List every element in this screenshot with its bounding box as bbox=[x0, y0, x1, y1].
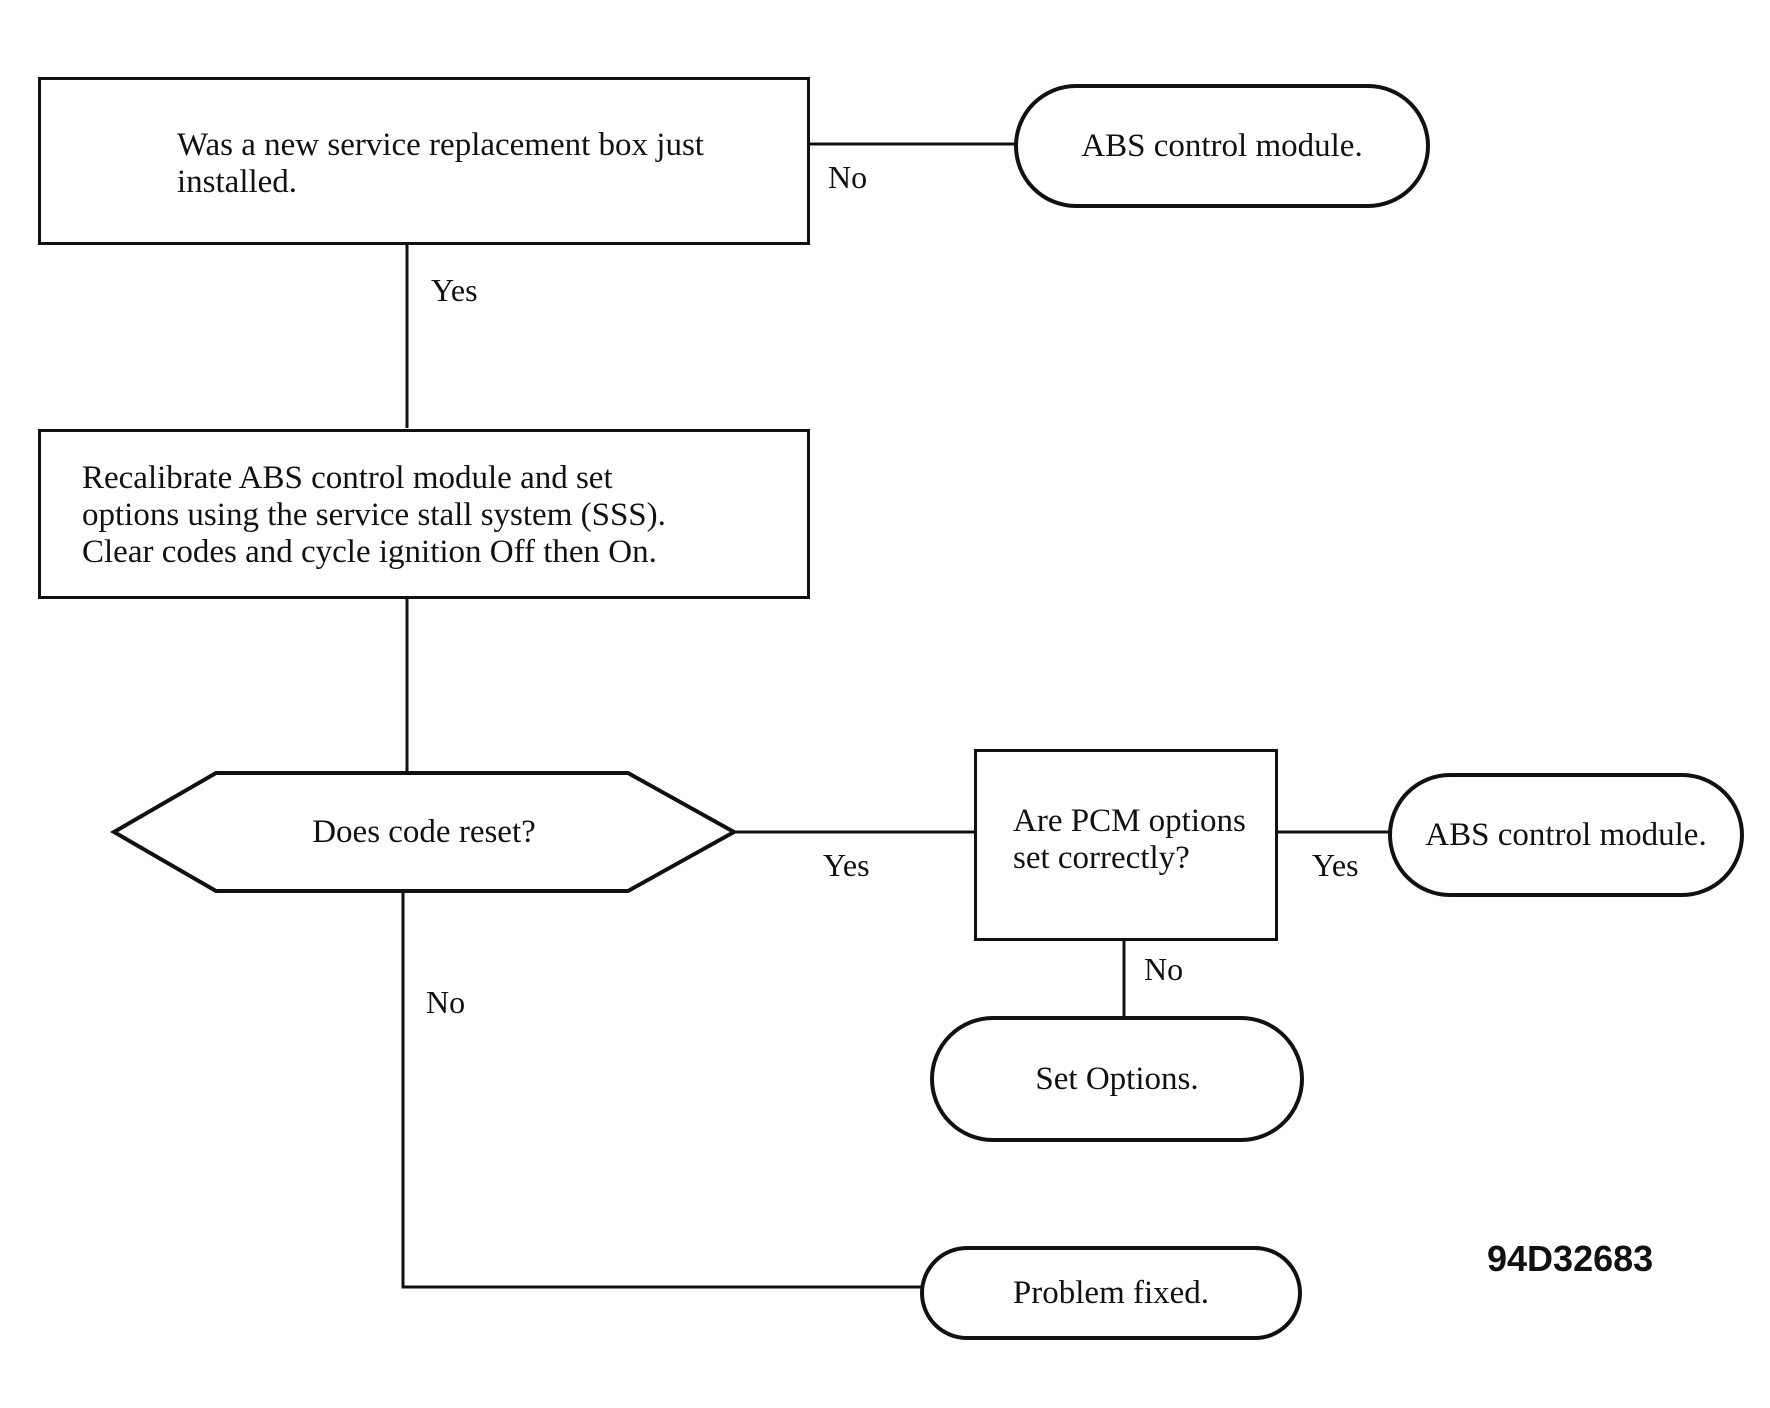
step-recalibrate-line-1: Recalibrate ABS control module and set bbox=[82, 460, 613, 496]
label-new-box-no: No bbox=[828, 159, 868, 195]
label-pcm-yes: Yes bbox=[1312, 847, 1359, 883]
terminator-abs-module-top-text: ABS control module. bbox=[1081, 127, 1363, 164]
connector-code-reset-no bbox=[401, 891, 922, 1289]
label-code-reset-no: No bbox=[426, 984, 466, 1020]
terminator-abs-module-right: ABS control module. bbox=[1388, 773, 1744, 897]
label-pcm-no: No bbox=[1144, 951, 1184, 987]
terminator-set-options: Set Options. bbox=[930, 1016, 1304, 1142]
terminator-set-options-text: Set Options. bbox=[1035, 1060, 1199, 1097]
step-recalibrate-line-2: options using the service stall system (… bbox=[82, 497, 666, 533]
question-pcm-options-text: Are PCM options set correctly? bbox=[1013, 803, 1246, 877]
question-new-box-text: Was a new service replacement box just i… bbox=[177, 127, 704, 201]
terminator-problem-fixed-text: Problem fixed. bbox=[1012, 1274, 1210, 1311]
decision-code-reset-text: Does code reset? bbox=[312, 814, 536, 850]
step-recalibrate bbox=[38, 429, 810, 599]
terminator-problem-fixed: Problem fixed. bbox=[920, 1246, 1302, 1340]
label-new-box-yes: Yes bbox=[431, 272, 478, 308]
terminator-abs-module-right-text: ABS control module. bbox=[1425, 816, 1707, 853]
label-code-reset-yes: Yes bbox=[823, 847, 870, 883]
question-pcm-options-line-2: set correctly? bbox=[1013, 840, 1190, 876]
question-pcm-options bbox=[974, 749, 1278, 941]
terminator-abs-module-top: ABS control module. bbox=[1014, 84, 1430, 208]
question-new-box bbox=[38, 77, 810, 245]
step-recalibrate-line-3: Clear codes and cycle ignition Off then … bbox=[82, 534, 657, 570]
figure-id: 94D32683 bbox=[1487, 1238, 1654, 1279]
question-new-box-line-2: installed. bbox=[177, 164, 298, 200]
step-recalibrate-text: Recalibrate ABS control module and set o… bbox=[82, 460, 666, 571]
question-new-box-line-1: Was a new service replacement box just bbox=[177, 127, 704, 163]
question-pcm-options-line-1: Are PCM options bbox=[1013, 803, 1246, 839]
